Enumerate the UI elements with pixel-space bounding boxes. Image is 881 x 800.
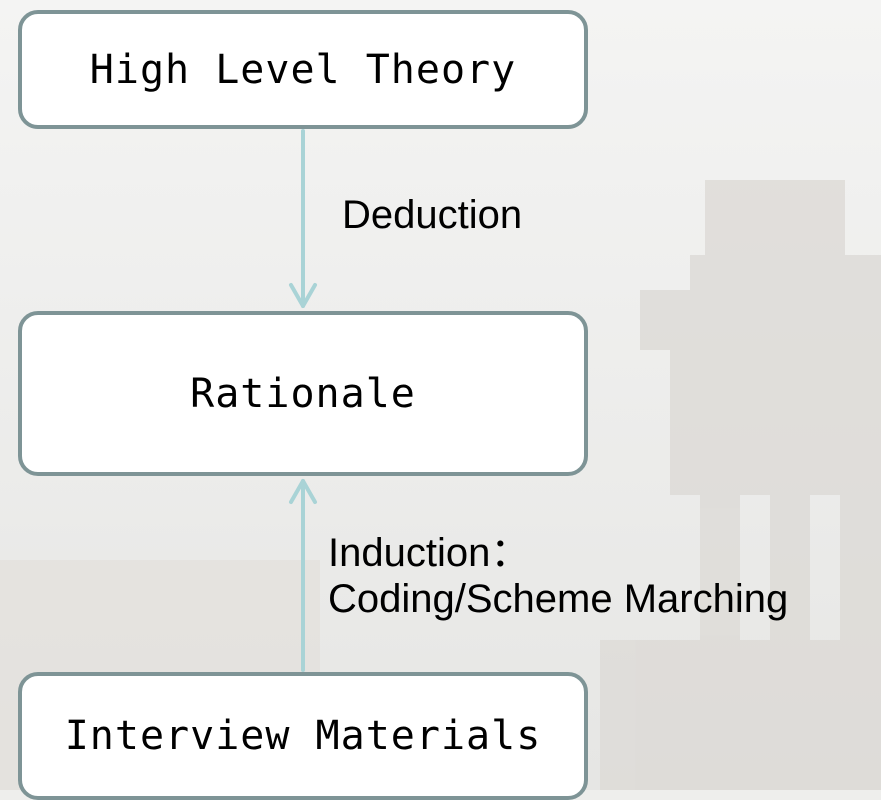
induction-label-line2: Coding/Scheme Marching — [328, 577, 789, 621]
interview-materials-label: Interview Materials — [64, 713, 542, 759]
interview-materials-node: Interview Materials — [18, 672, 588, 800]
deduction-edge-label: Deduction — [342, 193, 523, 237]
high-level-theory-node: High Level Theory — [18, 10, 588, 129]
high-level-theory-label: High Level Theory — [89, 46, 517, 93]
induction-edge-label: Induction： Coding/Scheme Marching — [328, 530, 788, 622]
rationale-label: Rationale — [190, 370, 416, 417]
rationale-node: Rationale — [18, 311, 588, 476]
induction-label-line1: Induction： — [328, 531, 531, 575]
